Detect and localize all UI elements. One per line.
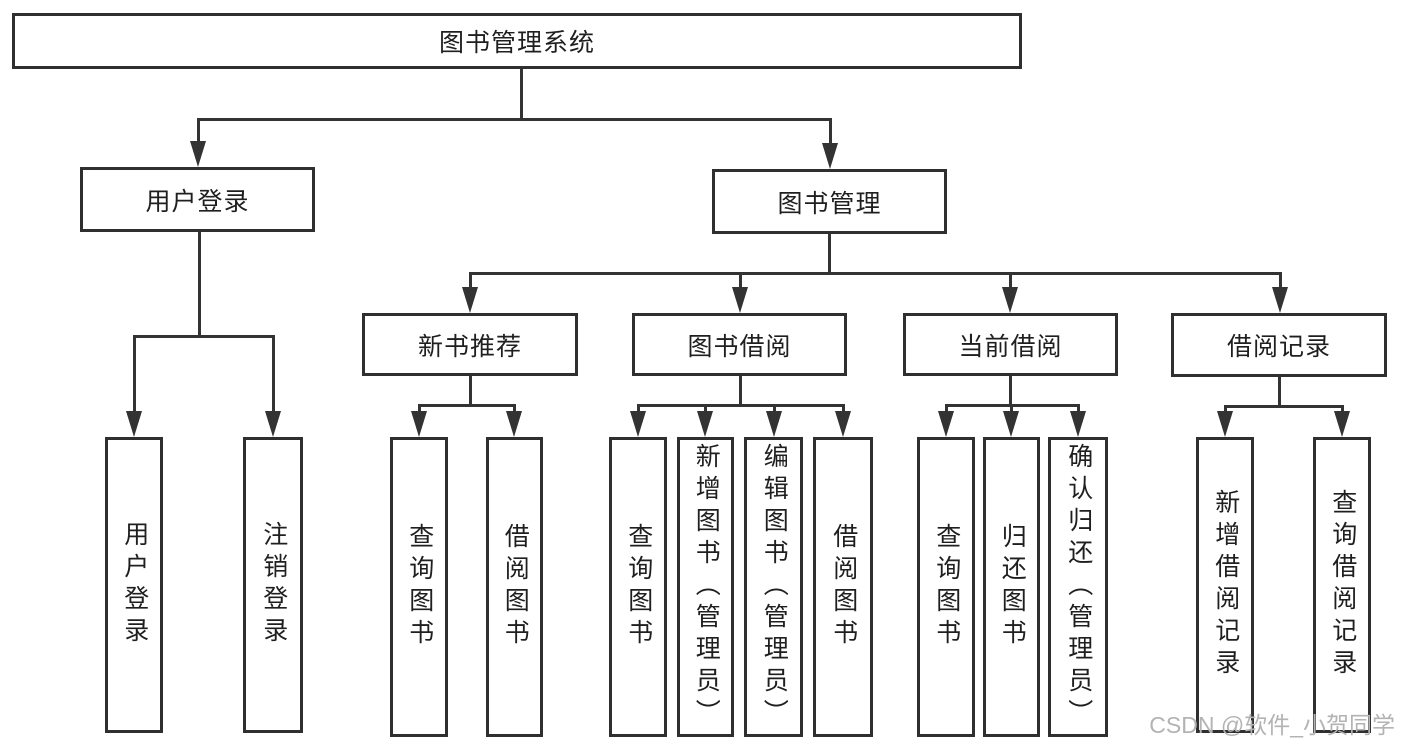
arrow-down-icon (697, 411, 713, 437)
leaf-query-books-borrow-label: 查询图书 (624, 523, 653, 651)
leaf-add-borrow-record: 新增借阅记录 (1196, 437, 1254, 733)
connector-line (1278, 377, 1281, 405)
arrow-down-icon (190, 141, 206, 167)
node-new-book-recommend-label: 新书推荐 (417, 332, 522, 361)
connector-line (133, 335, 274, 338)
leaf-query-books-newbook-label: 查询图书 (405, 523, 434, 651)
node-user-login-label: 用户登录 (145, 187, 250, 216)
leaf-user-login: 用户登录 (105, 437, 163, 733)
node-book-management-label: 图书管理 (777, 189, 882, 218)
arrow-down-icon (1217, 411, 1233, 437)
connector-line (829, 118, 832, 153)
leaf-return-books: 归还图书 (983, 437, 1040, 737)
leaf-edit-books-admin: 编辑图书（管理员） (744, 437, 803, 737)
leaf-borrow-books-newbook: 借阅图书 (486, 437, 543, 737)
connector-line (637, 404, 845, 407)
leaf-borrow-books-newbook-label: 借阅图书 (501, 523, 530, 651)
node-book-borrow: 图书借阅 (632, 313, 847, 376)
arrow-down-icon (630, 411, 646, 437)
leaf-add-books-admin-label: 新增图书（管理员） (692, 443, 721, 731)
leaf-confirm-return-admin-label: 确认归还（管理员） (1064, 443, 1093, 731)
arrow-down-icon (462, 287, 478, 313)
arrow-down-icon (732, 287, 748, 313)
connector-line (1009, 376, 1012, 404)
connector-line (1279, 272, 1282, 294)
leaf-user-login-label: 用户登录 (120, 521, 149, 649)
connector-line (739, 272, 742, 294)
arrow-down-icon (265, 411, 281, 437)
connector-line (1224, 405, 1344, 408)
node-book-management: 图书管理 (712, 169, 947, 234)
arrow-down-icon (1070, 411, 1086, 437)
leaf-query-borrow-record: 查询借阅记录 (1313, 437, 1371, 733)
connector-line (469, 272, 1282, 275)
arrow-down-icon (822, 143, 838, 169)
leaf-confirm-return-admin: 确认归还（管理员） (1048, 437, 1108, 737)
leaf-borrow-books-borrow-label: 借阅图书 (829, 523, 858, 651)
connector-line (469, 272, 472, 294)
leaf-borrow-books-borrow: 借阅图书 (813, 437, 873, 737)
connector-line (198, 232, 201, 335)
node-library-system: 图书管理系统 (12, 13, 1022, 69)
node-library-system-label: 图书管理系统 (438, 29, 595, 57)
node-borrow-records: 借阅记录 (1171, 313, 1387, 377)
arrow-down-icon (766, 411, 782, 437)
leaf-add-borrow-record-label: 新增借阅记录 (1211, 489, 1240, 681)
node-borrow-records-label: 借阅记录 (1226, 333, 1331, 361)
leaf-query-books-current: 查询图书 (917, 437, 975, 737)
arrow-down-icon (938, 411, 954, 437)
arrow-down-icon (1003, 411, 1019, 437)
leaf-query-borrow-record-label: 查询借阅记录 (1328, 489, 1357, 681)
leaf-logout: 注销登录 (243, 437, 303, 733)
connector-line (197, 118, 200, 151)
arrow-down-icon (126, 411, 142, 437)
leaf-query-books-current-label: 查询图书 (932, 523, 961, 651)
connector-line (418, 404, 516, 407)
arrow-down-icon (1002, 287, 1018, 313)
node-book-borrow-label: 图书借阅 (687, 332, 792, 361)
arrow-down-icon (1272, 287, 1288, 313)
connector-line (197, 118, 831, 121)
connector-line (133, 335, 136, 419)
leaf-query-books-borrow: 查询图书 (609, 437, 667, 737)
leaf-add-books-admin: 新增图书（管理员） (677, 437, 734, 737)
node-current-borrow-label: 当前借阅 (958, 332, 1063, 361)
arrow-down-icon (411, 411, 427, 437)
connector-line (739, 376, 742, 404)
arrow-down-icon (506, 411, 522, 437)
connector-line (520, 69, 523, 118)
connector-line (272, 335, 275, 419)
connector-line (469, 376, 472, 404)
node-current-borrow: 当前借阅 (903, 313, 1118, 376)
csdn-watermark: CSDN @软件_小贺同学 (1149, 712, 1395, 738)
leaf-logout-label: 注销登录 (259, 521, 288, 649)
leaf-query-books-newbook: 查询图书 (390, 437, 448, 737)
connector-line (1009, 272, 1012, 294)
arrow-down-icon (1334, 411, 1350, 437)
leaf-return-books-label: 归还图书 (998, 523, 1027, 651)
arrow-down-icon (835, 411, 851, 437)
connector-line (828, 234, 831, 272)
node-new-book-recommend: 新书推荐 (362, 313, 578, 376)
node-user-login: 用户登录 (80, 167, 315, 232)
leaf-edit-books-admin-label: 编辑图书（管理员） (760, 443, 789, 731)
